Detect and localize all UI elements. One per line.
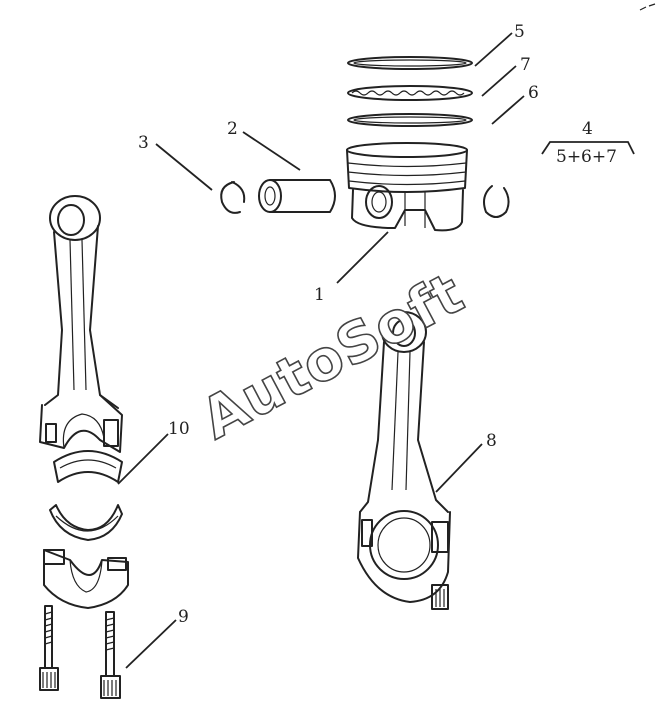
oil-control-ring: [347, 85, 473, 101]
callout-4-composition: 5+6+7: [556, 147, 617, 167]
callout-6: 6: [528, 83, 539, 103]
corner-mark: [639, 3, 656, 11]
piston: [346, 142, 468, 232]
callout-8: 8: [486, 431, 497, 451]
callout-3: 3: [138, 133, 149, 153]
callout-1: 1: [314, 285, 325, 305]
bearing-shell-lower: [49, 504, 123, 541]
piston-pin: [258, 179, 336, 213]
rod-bolt-right: [100, 611, 121, 699]
snap-ring-left: [220, 181, 246, 214]
callout-4: 4: [582, 119, 593, 139]
connecting-rod-exploded: [39, 195, 123, 453]
snap-ring-right: [483, 185, 510, 218]
callout-9: 9: [178, 607, 189, 627]
connecting-rod-cap: [43, 549, 129, 609]
callout-5: 5: [514, 22, 525, 42]
watermark: AutoSoft: [191, 261, 474, 453]
callout-7: 7: [520, 55, 531, 75]
bearing-shell-upper: [53, 450, 123, 483]
connecting-rod-assembled: [357, 311, 451, 610]
callout-2: 2: [227, 119, 238, 139]
compression-ring-second: [347, 113, 473, 127]
rod-bolt-left: [39, 605, 59, 691]
callout-10: 10: [168, 419, 190, 439]
compression-ring-top: [347, 56, 473, 70]
